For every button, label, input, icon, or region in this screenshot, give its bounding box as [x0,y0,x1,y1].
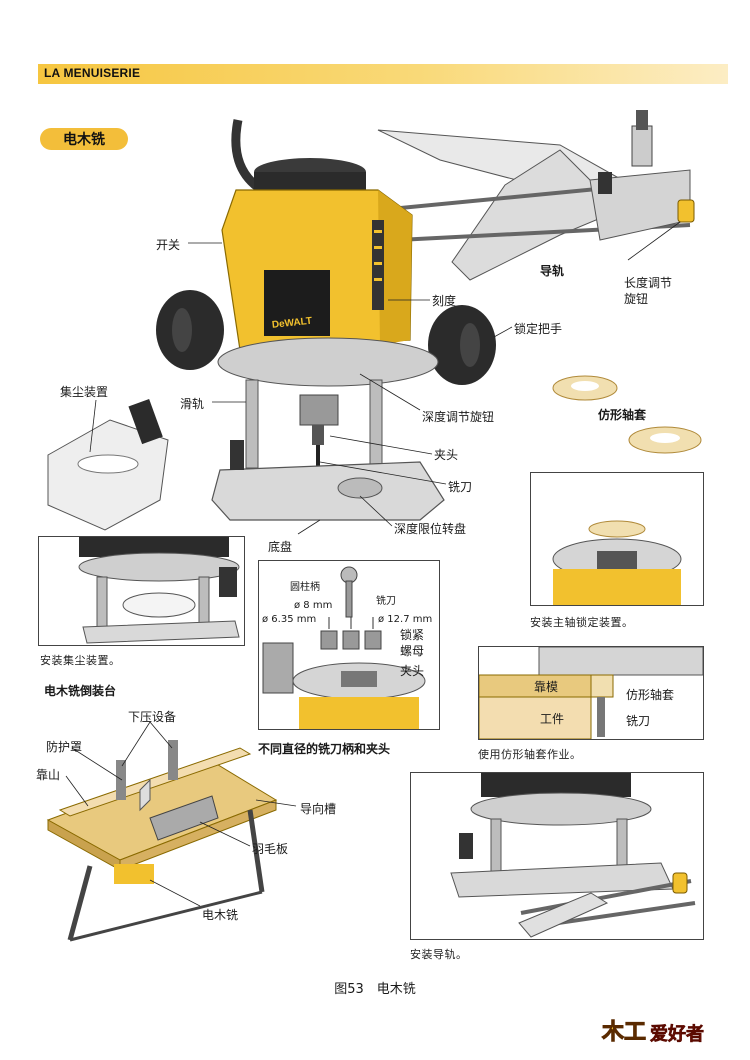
caption-rail-install: 安装导轨。 [410,948,468,961]
label-fence: 靠山 [36,768,61,782]
section-title: 电木铣 [40,128,128,150]
site-logo: 木工 爱好者 [600,1012,732,1048]
label-lock-nut-2: 螺母 [400,644,425,658]
label-size-127: ø 12.7 mm [378,614,433,625]
label-length-knob-2: 旋钮 [624,292,649,306]
label-template-bit: 铣刀 [626,714,651,728]
caption-spindle-lock: 安装主轴锁定装置。 [530,616,634,629]
label-size-635: ø 6.35 mm [262,614,317,625]
label-lock-nut-1: 锁紧 [400,628,425,642]
dust-install-photo [38,536,245,646]
label-size-8: ø 8 mm [294,600,333,611]
router-illustration: DeWALT [47,110,702,535]
rail-install-photo [410,772,704,940]
label-scale: 刻度 [432,294,457,308]
label-collet: 夹头 [434,448,459,462]
label-switch: 开关 [156,238,181,252]
label-shank-bit: 铣刀 [376,596,396,607]
label-cylinder-shank: 圆柱柄 [290,582,320,593]
template-panel [478,646,704,740]
label-slide-rail: 滑轨 [180,397,205,411]
logo-part1: 木工 [601,1020,647,1046]
label-table-router: 电木铣 [202,908,239,922]
label-guard: 防护罩 [46,740,83,754]
label-template: 靠模 [534,680,559,694]
shank-collet-panel [258,560,440,730]
label-dust-collector: 集尘装置 [60,385,109,399]
label-length-knob-1: 长度调节 [624,276,673,290]
caption-template-use: 使用仿形轴套作业。 [478,748,582,761]
label-guide-rail: 导轨 [540,264,565,278]
table-title: 电木铣倒装台 [44,684,117,698]
figure-caption: 图53 电木铣 [334,982,416,997]
header-bar [38,64,728,84]
label-featherboard: 羽毛板 [252,842,289,856]
label-slot: 导向槽 [300,802,337,816]
spindle-lock-photo [530,472,704,606]
label-hold-down: 下压设备 [128,710,177,724]
guide-rail-graphic [377,110,695,281]
label-bushing: 仿形轴套 [626,688,675,702]
label-base: 底盘 [268,540,293,554]
label-template-bushing: 仿形轴套 [598,408,647,422]
brand-logo: DeWALT [271,316,312,331]
label-lock-handle: 锁定把手 [514,322,563,336]
label-workpiece: 工件 [540,712,565,726]
caption-shank-collet: 不同直径的铣刀柄和夹头 [258,742,391,756]
logo-part2: 爱好者 [650,1024,705,1046]
label-depth-knob: 深度调节旋钮 [422,410,495,424]
label-shank-collet: 夹头 [400,664,425,678]
label-bit: 铣刀 [448,480,473,494]
header-title: LA MENUISERIE [44,66,141,80]
caption-dust-install: 安装集尘装置。 [40,654,121,667]
label-depth-turret: 深度限位转盘 [394,522,467,536]
